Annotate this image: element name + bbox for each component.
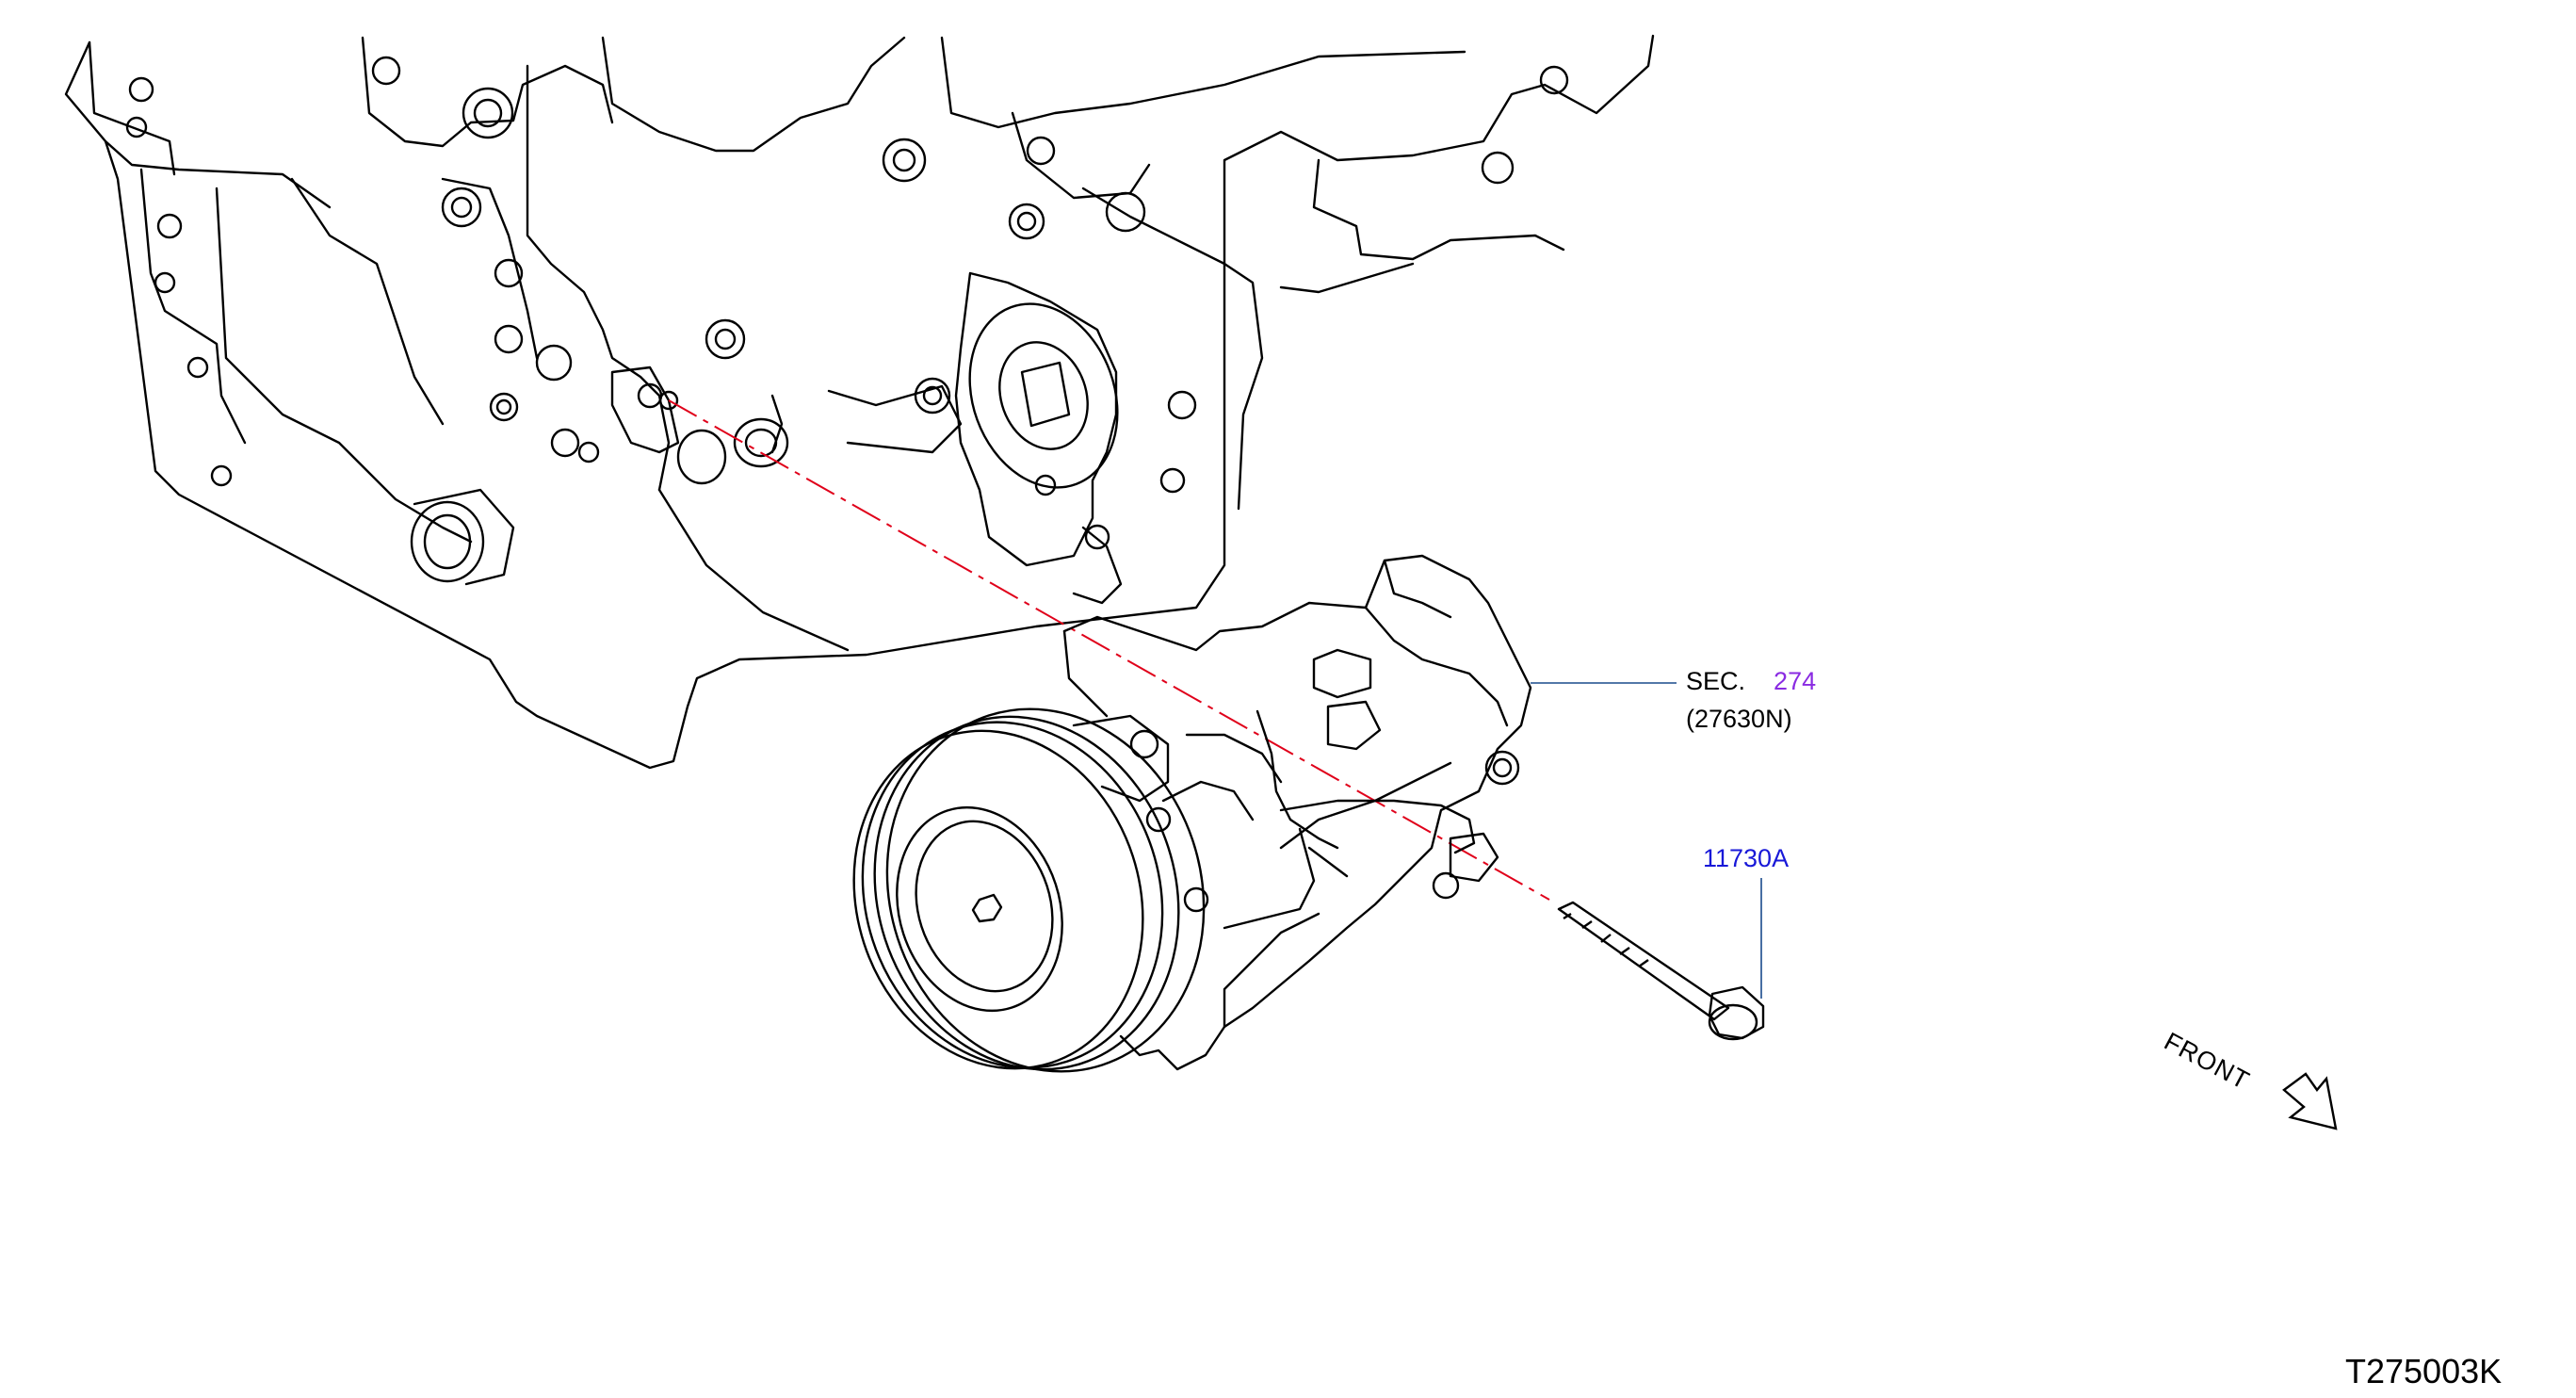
section-number-link[interactable]: 274 — [1774, 667, 1817, 695]
figure-id-label: T275003K — [2345, 1352, 2503, 1390]
section-reference-label: SEC. 274 — [1686, 669, 1816, 694]
bolt-11730a-drawing — [1557, 901, 1765, 1041]
section-part-number: (27630N) — [1686, 705, 1792, 733]
alignment-centerline — [668, 399, 1550, 901]
bolt-part-number-link[interactable]: 11730A — [1703, 844, 1790, 872]
ac-compressor-drawing — [852, 554, 1532, 1073]
engine-block-drawing — [64, 34, 1655, 770]
front-arrow-icon — [2282, 1072, 2338, 1130]
section-prefix: SEC. — [1686, 667, 1746, 695]
leader-lines — [1531, 682, 1762, 999]
